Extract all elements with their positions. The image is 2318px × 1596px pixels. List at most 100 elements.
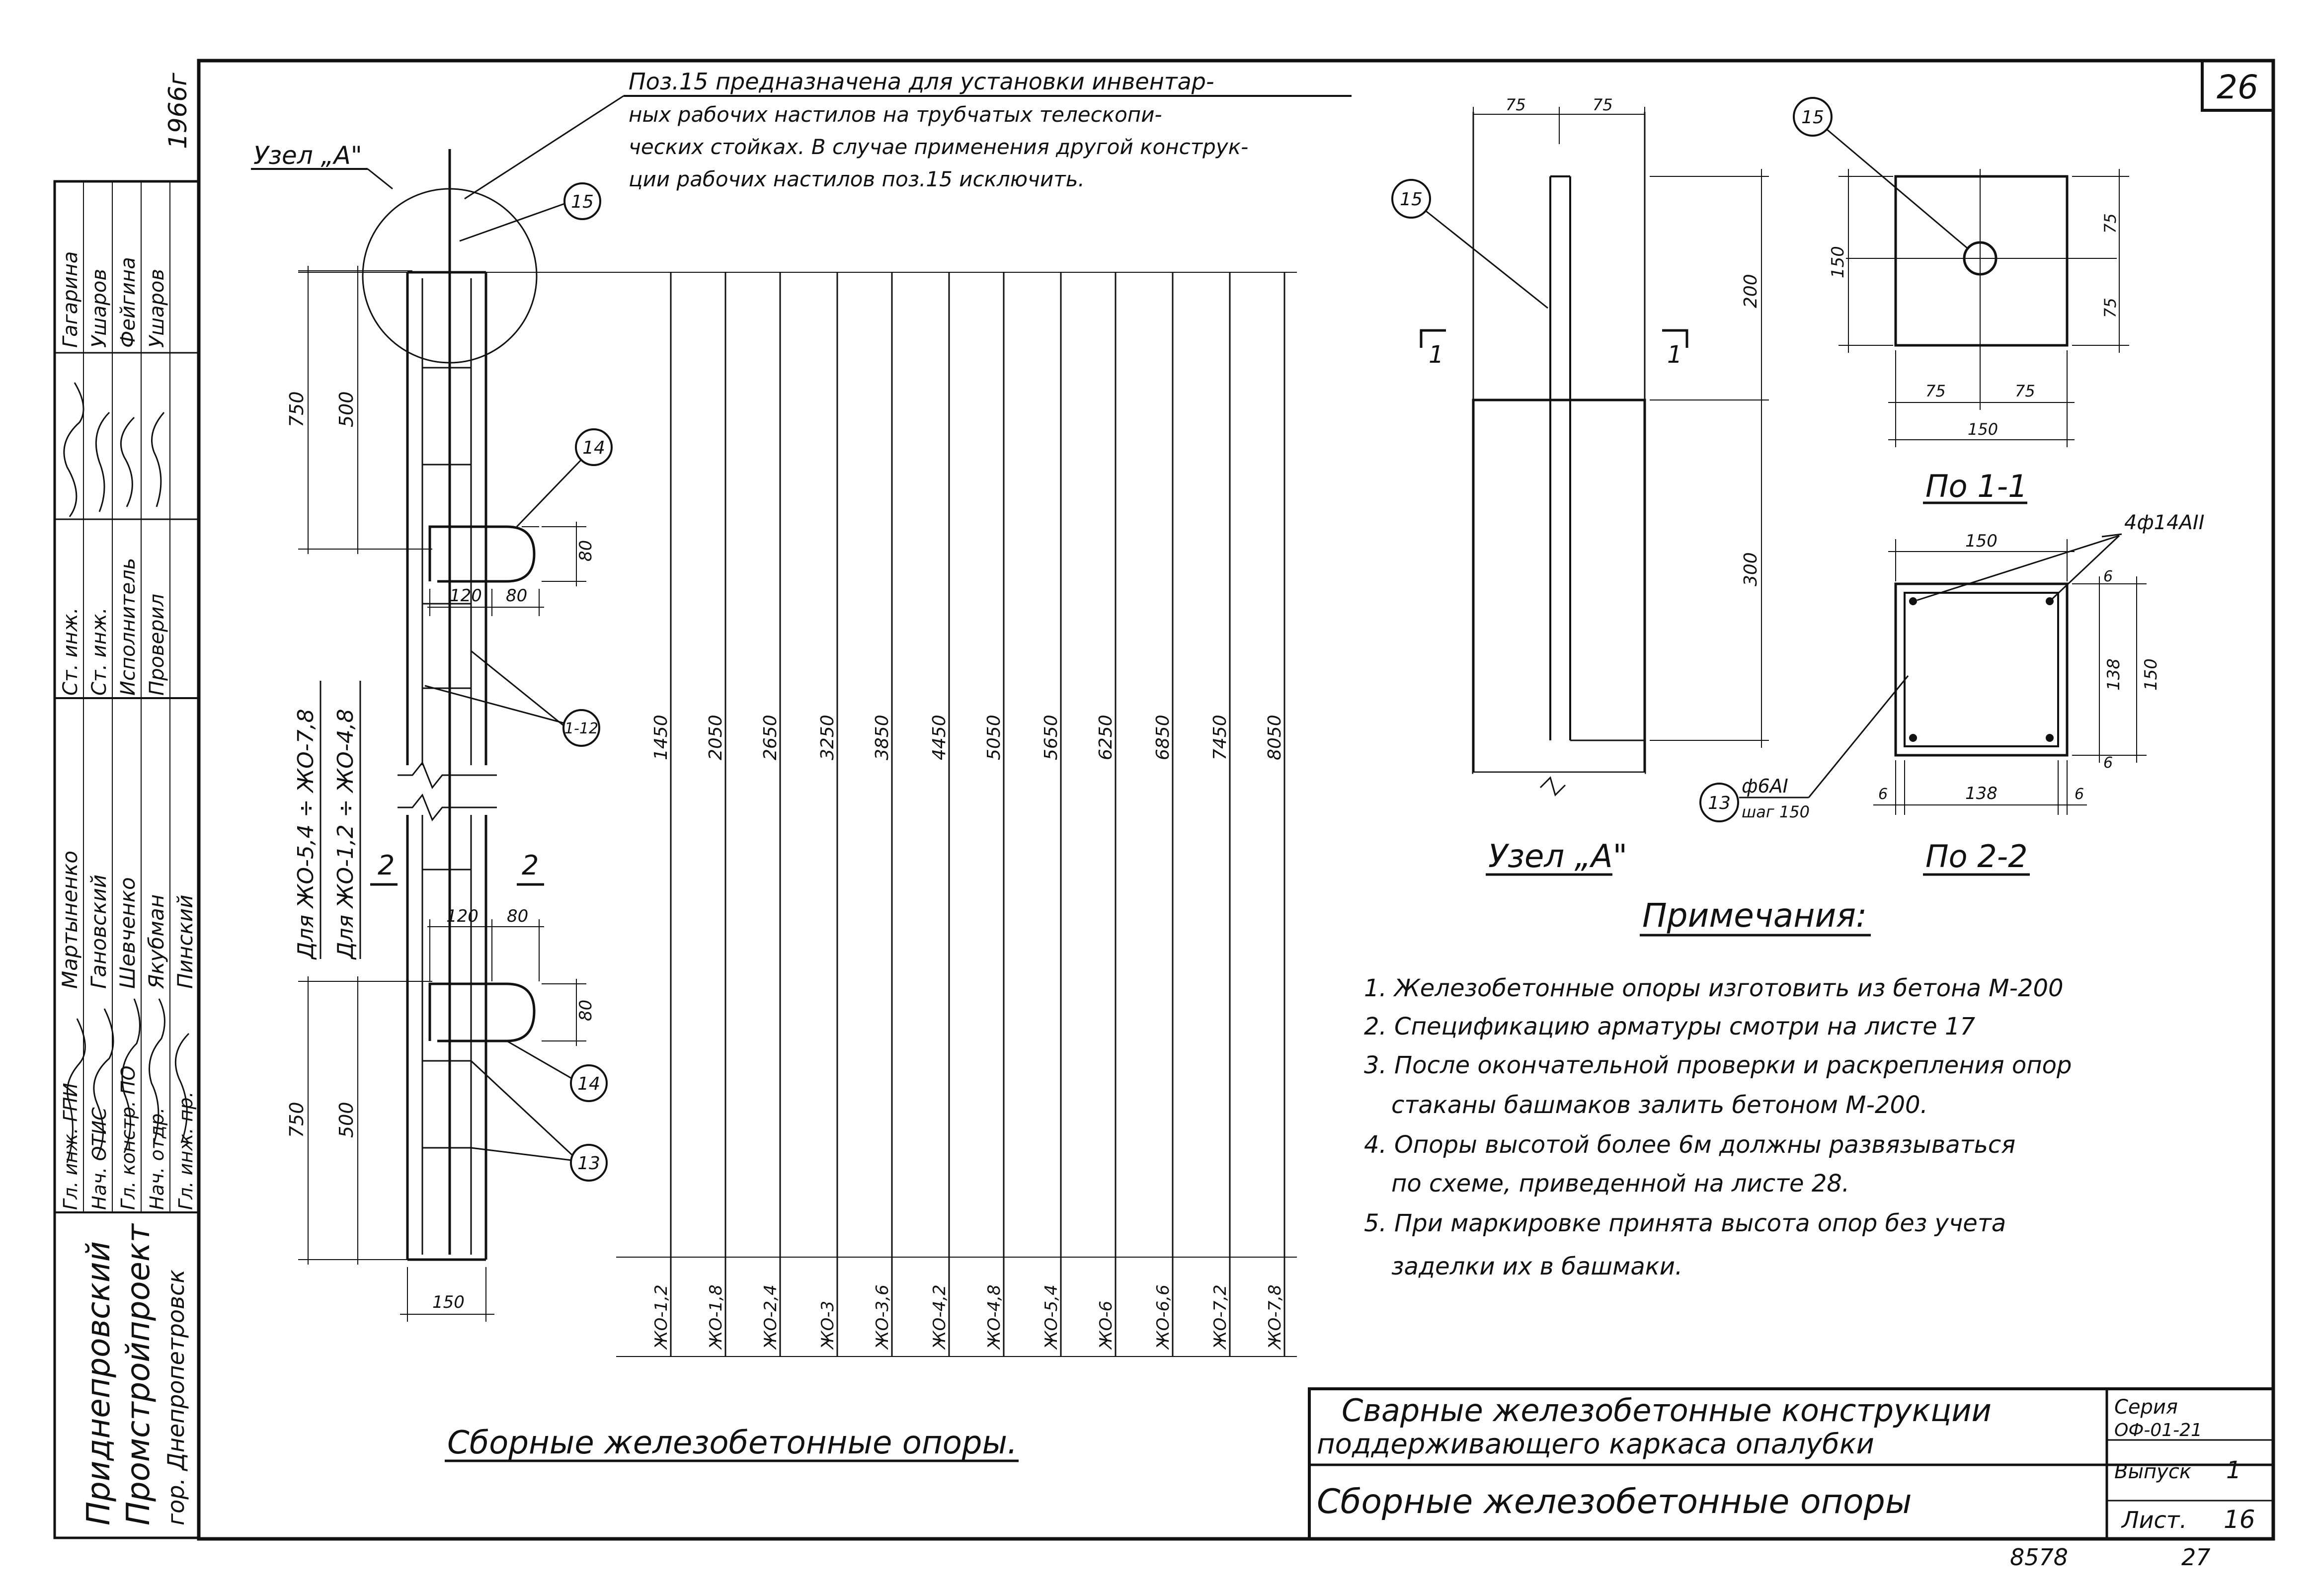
sheet-number-box bbox=[2201, 59, 2275, 112]
dim-label: 75 bbox=[1593, 95, 1613, 114]
column-height-label: 2050 bbox=[706, 715, 726, 760]
callout-bubble bbox=[1793, 97, 1833, 137]
note-line: 5. При маркировке принята высота опор бе… bbox=[1364, 1209, 2006, 1237]
notes-heading: Примечания: bbox=[1642, 896, 1867, 935]
signature bbox=[149, 998, 165, 1143]
column-elevation bbox=[398, 149, 539, 1261]
side-stamp: 1966г Приднепровский Промстройпроект гор… bbox=[53, 73, 200, 1539]
column-height-label: 5650 bbox=[1041, 715, 1061, 760]
dim-label: 138 bbox=[2104, 658, 2124, 691]
dim-label: 75 bbox=[1506, 95, 1526, 114]
dim-label: 6 bbox=[1878, 786, 1888, 803]
stamp-role: Ст. инж. bbox=[59, 607, 82, 696]
dim-label: 150 bbox=[432, 1292, 465, 1312]
callout-bubble bbox=[570, 1064, 608, 1102]
stamp-surname: Шевченко bbox=[115, 877, 140, 989]
note-line: по схеме, приведенной на листе 28. bbox=[1391, 1170, 1849, 1197]
note-line: ческих стойках. В случае применения друг… bbox=[629, 135, 1248, 159]
dim-label: 80 bbox=[506, 586, 527, 606]
callout-label: 15 bbox=[1400, 189, 1423, 210]
stamp-role: Проверил bbox=[146, 594, 168, 696]
dim-label: 138 bbox=[1965, 784, 1998, 803]
section-1-1: 15 150 75 75 75 75 150 По 1-1 bbox=[1793, 97, 2129, 504]
stirrup-label: шаг 150 bbox=[1742, 802, 1810, 821]
stamp-surname: Фейгина bbox=[117, 257, 140, 348]
title-block: Сварные железобетонные конструкции подде… bbox=[1308, 1387, 2275, 1540]
stamp-role: Исполнитель bbox=[117, 558, 140, 696]
stamp-surname: Пинский bbox=[173, 895, 197, 989]
stamp-org-1: Приднепровский bbox=[80, 1241, 117, 1525]
dim-label: 150 bbox=[1965, 531, 1998, 551]
dim-label: 75 bbox=[2101, 298, 2120, 318]
signature bbox=[66, 1018, 86, 1163]
notes-block: Примечания: 1. Железобетонные опоры изго… bbox=[1364, 896, 2072, 1280]
dim-label: 80 bbox=[576, 1000, 596, 1021]
dim-label: 500 bbox=[335, 1102, 357, 1138]
section-mark: 2 bbox=[378, 850, 395, 881]
dim-label: 75 bbox=[2015, 382, 2035, 400]
note-line: стаканы башмаков залить бетоном М-200. bbox=[1391, 1091, 1928, 1119]
issue-value: 1 bbox=[2226, 1456, 2241, 1484]
signature bbox=[95, 411, 110, 512]
callout-label: 14 bbox=[582, 438, 605, 458]
section-title: По 2-2 bbox=[1925, 838, 2028, 875]
note-line: ции рабочих настилов поз.15 исключить. bbox=[629, 167, 1085, 191]
column-mark-label: ЖО-6 bbox=[1096, 1301, 1116, 1350]
stamp-surname: Ушаров bbox=[146, 269, 168, 348]
note-line: Поз.15 предназначена для установки инвен… bbox=[629, 68, 1214, 95]
column-height-label: 6850 bbox=[1153, 715, 1173, 760]
node-a-label: Узел „А" bbox=[253, 141, 362, 170]
stamp-role: Нач. ОТИС bbox=[88, 1107, 110, 1210]
callout-label: 13 bbox=[1708, 793, 1731, 813]
stamp-role: Нач. отдр. bbox=[146, 1108, 168, 1210]
stamp-role: Ст. инж. bbox=[88, 607, 111, 696]
signature bbox=[93, 1008, 114, 1158]
stamp-surname: Ушаров bbox=[88, 269, 111, 348]
elevation-title: Сборные железобетонные опоры. bbox=[447, 1425, 1017, 1461]
dim-label: 6 bbox=[2075, 786, 2084, 803]
dim-label: 75 bbox=[2101, 213, 2120, 234]
column-mark-label: ЖО-3,6 bbox=[873, 1284, 892, 1350]
callout-bubble bbox=[1699, 783, 1739, 822]
column-mark-label: ЖО-2,4 bbox=[761, 1284, 781, 1350]
callout-label: 15 bbox=[1801, 107, 1824, 128]
column-height-label: 1450 bbox=[651, 715, 671, 760]
dim-label: 750 bbox=[286, 1102, 308, 1138]
hook-pos14 bbox=[428, 525, 536, 583]
column-height-label: 2650 bbox=[760, 715, 781, 760]
column-height-label: 8050 bbox=[1265, 715, 1285, 760]
dim-label: 80 bbox=[507, 906, 528, 926]
range-label: Для ЖО-1,2 ÷ ЖО-4,8 bbox=[333, 709, 358, 960]
dim-label: 150 bbox=[2141, 658, 2161, 691]
stamp-role: Гл. инж. пр. bbox=[175, 1091, 197, 1210]
note-line: 2. Спецификацию арматуры смотри на листе… bbox=[1364, 1013, 1975, 1040]
column-height-label: 3250 bbox=[817, 715, 838, 760]
range-label: Для ЖО-5,4 ÷ ЖО-7,8 bbox=[293, 709, 319, 960]
callout-bubble bbox=[563, 182, 601, 220]
column-height-label: 5050 bbox=[984, 715, 1004, 760]
column-height-label: 6250 bbox=[1096, 715, 1116, 760]
column-mark-label: ЖО-3 bbox=[818, 1301, 838, 1350]
column-height-label: 3850 bbox=[872, 715, 892, 760]
project-title: поддерживающего каркаса опалубки bbox=[1317, 1428, 1874, 1460]
footer-page-number: 27 bbox=[2181, 1544, 2211, 1571]
column-mark-label: ЖО-1,2 bbox=[651, 1284, 671, 1350]
callout-bubble bbox=[1391, 179, 1431, 219]
stamp-surname: Мартыненко bbox=[58, 851, 82, 989]
callout-label: 15 bbox=[571, 192, 594, 212]
dim-label: 120 bbox=[450, 586, 482, 606]
stamp-surname: Якубман bbox=[144, 894, 168, 989]
stamp-org-2: Промстройпроект bbox=[120, 1223, 157, 1525]
note-line: ных рабочих настилов на трубчатых телеск… bbox=[629, 102, 1162, 127]
dim-label: 6 bbox=[2103, 754, 2113, 772]
dim-label: 120 bbox=[446, 906, 479, 926]
section-title: По 1-1 bbox=[1925, 468, 2028, 504]
stamp-org-3: гор. Днепропетровск bbox=[162, 1270, 189, 1525]
column-mark-label: ЖО-1,8 bbox=[706, 1284, 726, 1350]
project-title: Сварные железобетонные конструкции bbox=[1342, 1392, 1992, 1429]
callout-label: 13 bbox=[577, 1153, 600, 1174]
note-line: 1. Железобетонные опоры изготовить из бе… bbox=[1364, 974, 2064, 1002]
callout-label: 14 bbox=[577, 1074, 600, 1094]
